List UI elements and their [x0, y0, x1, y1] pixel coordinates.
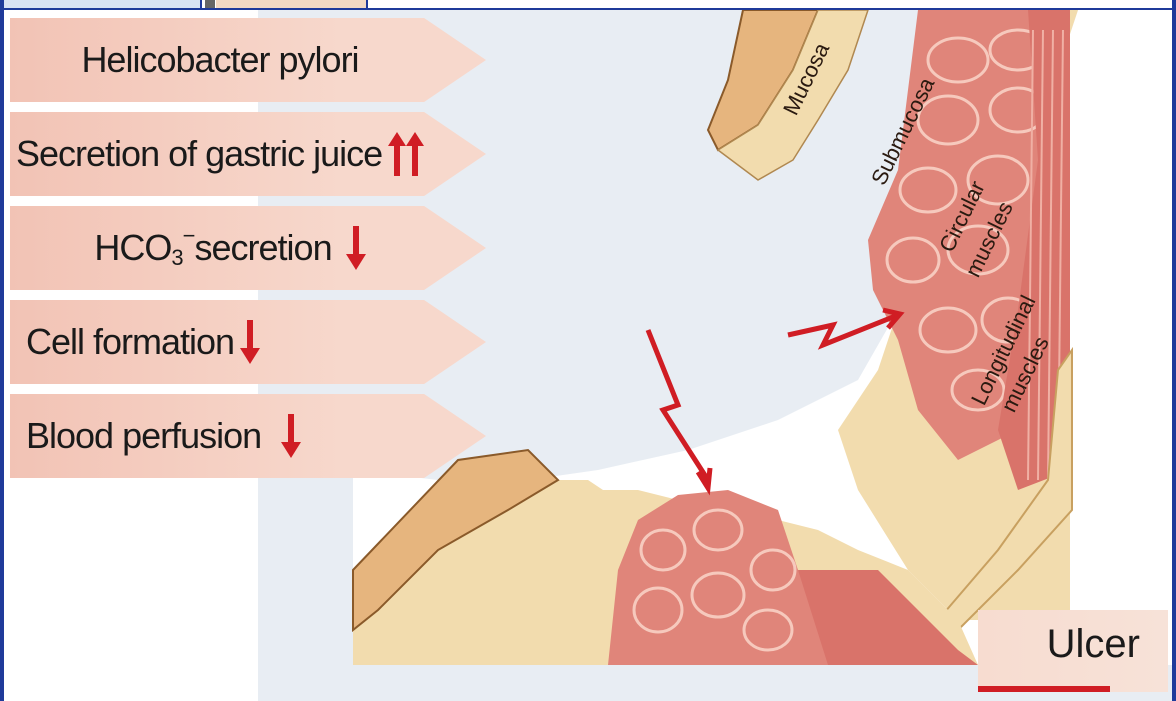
title-bar-tab	[216, 0, 368, 8]
window-title-bar	[0, 0, 1176, 10]
factor-label-row: Cell formation	[10, 300, 446, 384]
frame-border-right	[1172, 0, 1176, 701]
ulcer-underline	[978, 686, 1110, 692]
factor-label-row: Secretion of gastric juice	[10, 112, 436, 196]
ulcer-label-box: Ulcer	[978, 610, 1168, 692]
frame-border-left	[0, 0, 4, 701]
ulcer-label: Ulcer	[1047, 622, 1140, 667]
factor-label: Helicobacter pylori	[81, 39, 358, 81]
factor-cell-formation: Cell formation	[10, 300, 486, 384]
factor-label-superscript: −	[183, 223, 195, 249]
title-bar-handle	[205, 0, 215, 8]
factor-label-row: Helicobacter pylori	[10, 18, 430, 102]
factor-label: Cell formation	[26, 321, 234, 363]
down-arrow-icon	[281, 414, 301, 458]
title-bar-segment	[0, 0, 202, 8]
double-up-arrow-icon	[388, 132, 424, 176]
factor-label: Secretion of gastric juice	[16, 133, 382, 175]
down-arrow-icon	[346, 226, 366, 270]
factor-label-row: Blood perfusion	[10, 394, 446, 478]
factor-helicobacter: Helicobacter pylori	[10, 18, 486, 102]
factor-label-post: secretion	[195, 227, 332, 269]
factor-label: Blood perfusion	[26, 415, 261, 457]
factor-gastric-juice: Secretion of gastric juice	[10, 112, 486, 196]
factor-label-pre: HCO	[94, 227, 171, 269]
factor-blood-perfusion: Blood perfusion	[10, 394, 486, 478]
down-arrow-icon	[240, 320, 260, 364]
factor-label-subscript: 3	[171, 245, 182, 271]
